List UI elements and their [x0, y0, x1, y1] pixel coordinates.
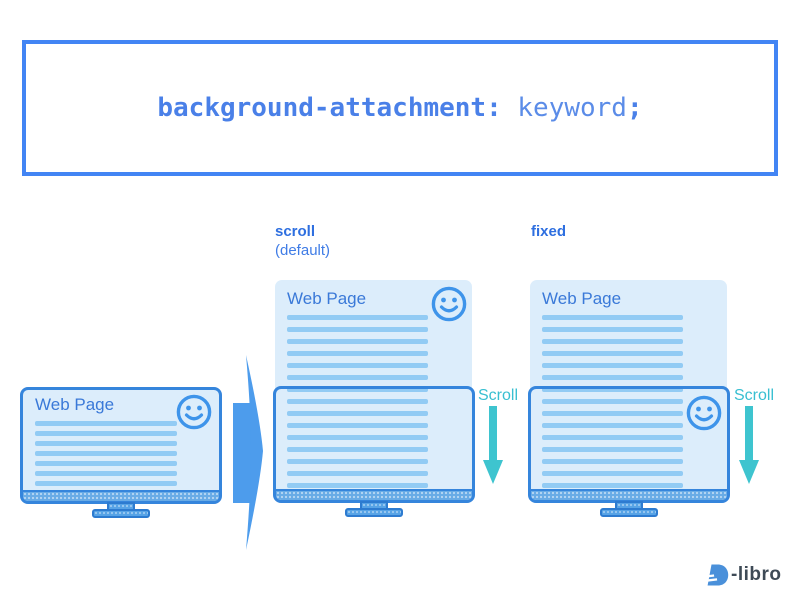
placeholder-line [287, 315, 428, 320]
placeholder-line [287, 423, 428, 428]
placeholder-line [35, 451, 177, 456]
monitor-stand-base [600, 508, 658, 517]
placeholder-line [542, 315, 683, 320]
code-text: background-attachment: keyword; [157, 93, 642, 123]
placeholder-line [287, 435, 428, 440]
text-placeholder-lines [35, 421, 207, 486]
placeholder-line [542, 471, 683, 476]
placeholder-line [542, 351, 683, 356]
code-property: background-attachment: [157, 93, 502, 123]
monitor1-screen: Web Page [23, 390, 219, 490]
placeholder-line [542, 459, 683, 464]
placeholder-line [542, 411, 683, 416]
code-semicolon: ; [626, 93, 643, 123]
placeholder-line [287, 399, 428, 404]
placeholder-line [35, 441, 177, 446]
monitor-scroll-viewport [273, 386, 475, 503]
monitor-unscrolled: Web Page [20, 387, 222, 504]
placeholder-line [542, 399, 683, 404]
placeholder-line [287, 483, 428, 488]
placeholder-line [542, 363, 683, 368]
placeholder-line [542, 375, 683, 380]
web-page-sheet-scroll: Web Page [275, 280, 472, 490]
smiley-icon [685, 394, 723, 432]
dlibro-logo: -libro [704, 563, 782, 587]
placeholder-line [287, 459, 428, 464]
scroll-default-sublabel: (default) [275, 242, 331, 259]
placeholder-line [35, 481, 177, 486]
placeholder-line [542, 483, 683, 488]
scroll-keyword-label: scroll [275, 223, 316, 240]
monitor-bezel [276, 489, 472, 500]
code-space [502, 93, 518, 123]
placeholder-line [542, 339, 683, 344]
placeholder-line [35, 461, 177, 466]
web-page-heading: Web Page [542, 289, 622, 308]
placeholder-line [542, 387, 683, 392]
placeholder-line [542, 447, 683, 452]
monitor-fixed-viewport [528, 386, 730, 503]
web-page-sheet-fixed: Web Page [530, 280, 727, 490]
monitor-stand-base [92, 509, 150, 518]
monitor-stand-base [345, 508, 403, 517]
placeholder-line [287, 411, 428, 416]
placeholder-line [287, 327, 428, 332]
code-value: keyword [517, 93, 627, 123]
scroll-direction-label: Scroll [734, 387, 775, 404]
text-placeholder-lines [542, 315, 715, 488]
placeholder-line [542, 423, 683, 428]
scroll-down-arrow-icon [739, 406, 759, 484]
smiley-icon [430, 285, 468, 323]
scroll-down-arrow-icon [483, 406, 503, 484]
label-fixed: fixed [531, 222, 566, 241]
placeholder-line [287, 471, 428, 476]
web-page-heading: Web Page [287, 289, 367, 308]
fixed-keyword-label: fixed [531, 223, 567, 240]
placeholder-line [35, 421, 177, 426]
transition-arrow-icon [233, 355, 263, 550]
monitor-bezel [23, 490, 219, 501]
web-page-heading: Web Page [35, 395, 115, 414]
placeholder-line [35, 471, 177, 476]
code-syntax-box: background-attachment: keyword; [22, 40, 778, 176]
label-scroll-default: scroll (default) [275, 222, 330, 260]
placeholder-line [287, 375, 428, 380]
monitor-bezel [531, 489, 727, 500]
d-book-icon [704, 564, 729, 586]
placeholder-line [542, 327, 683, 332]
logo-text: -libro [731, 564, 782, 585]
placeholder-line [542, 435, 683, 440]
placeholder-line [287, 363, 428, 368]
placeholder-line [287, 339, 428, 344]
scroll-direction-label: Scroll [478, 387, 519, 404]
placeholder-line [287, 351, 428, 356]
placeholder-line [287, 447, 428, 452]
text-placeholder-lines [287, 315, 460, 488]
smiley-icon [175, 393, 213, 431]
placeholder-line [287, 387, 428, 392]
placeholder-line [35, 431, 177, 436]
